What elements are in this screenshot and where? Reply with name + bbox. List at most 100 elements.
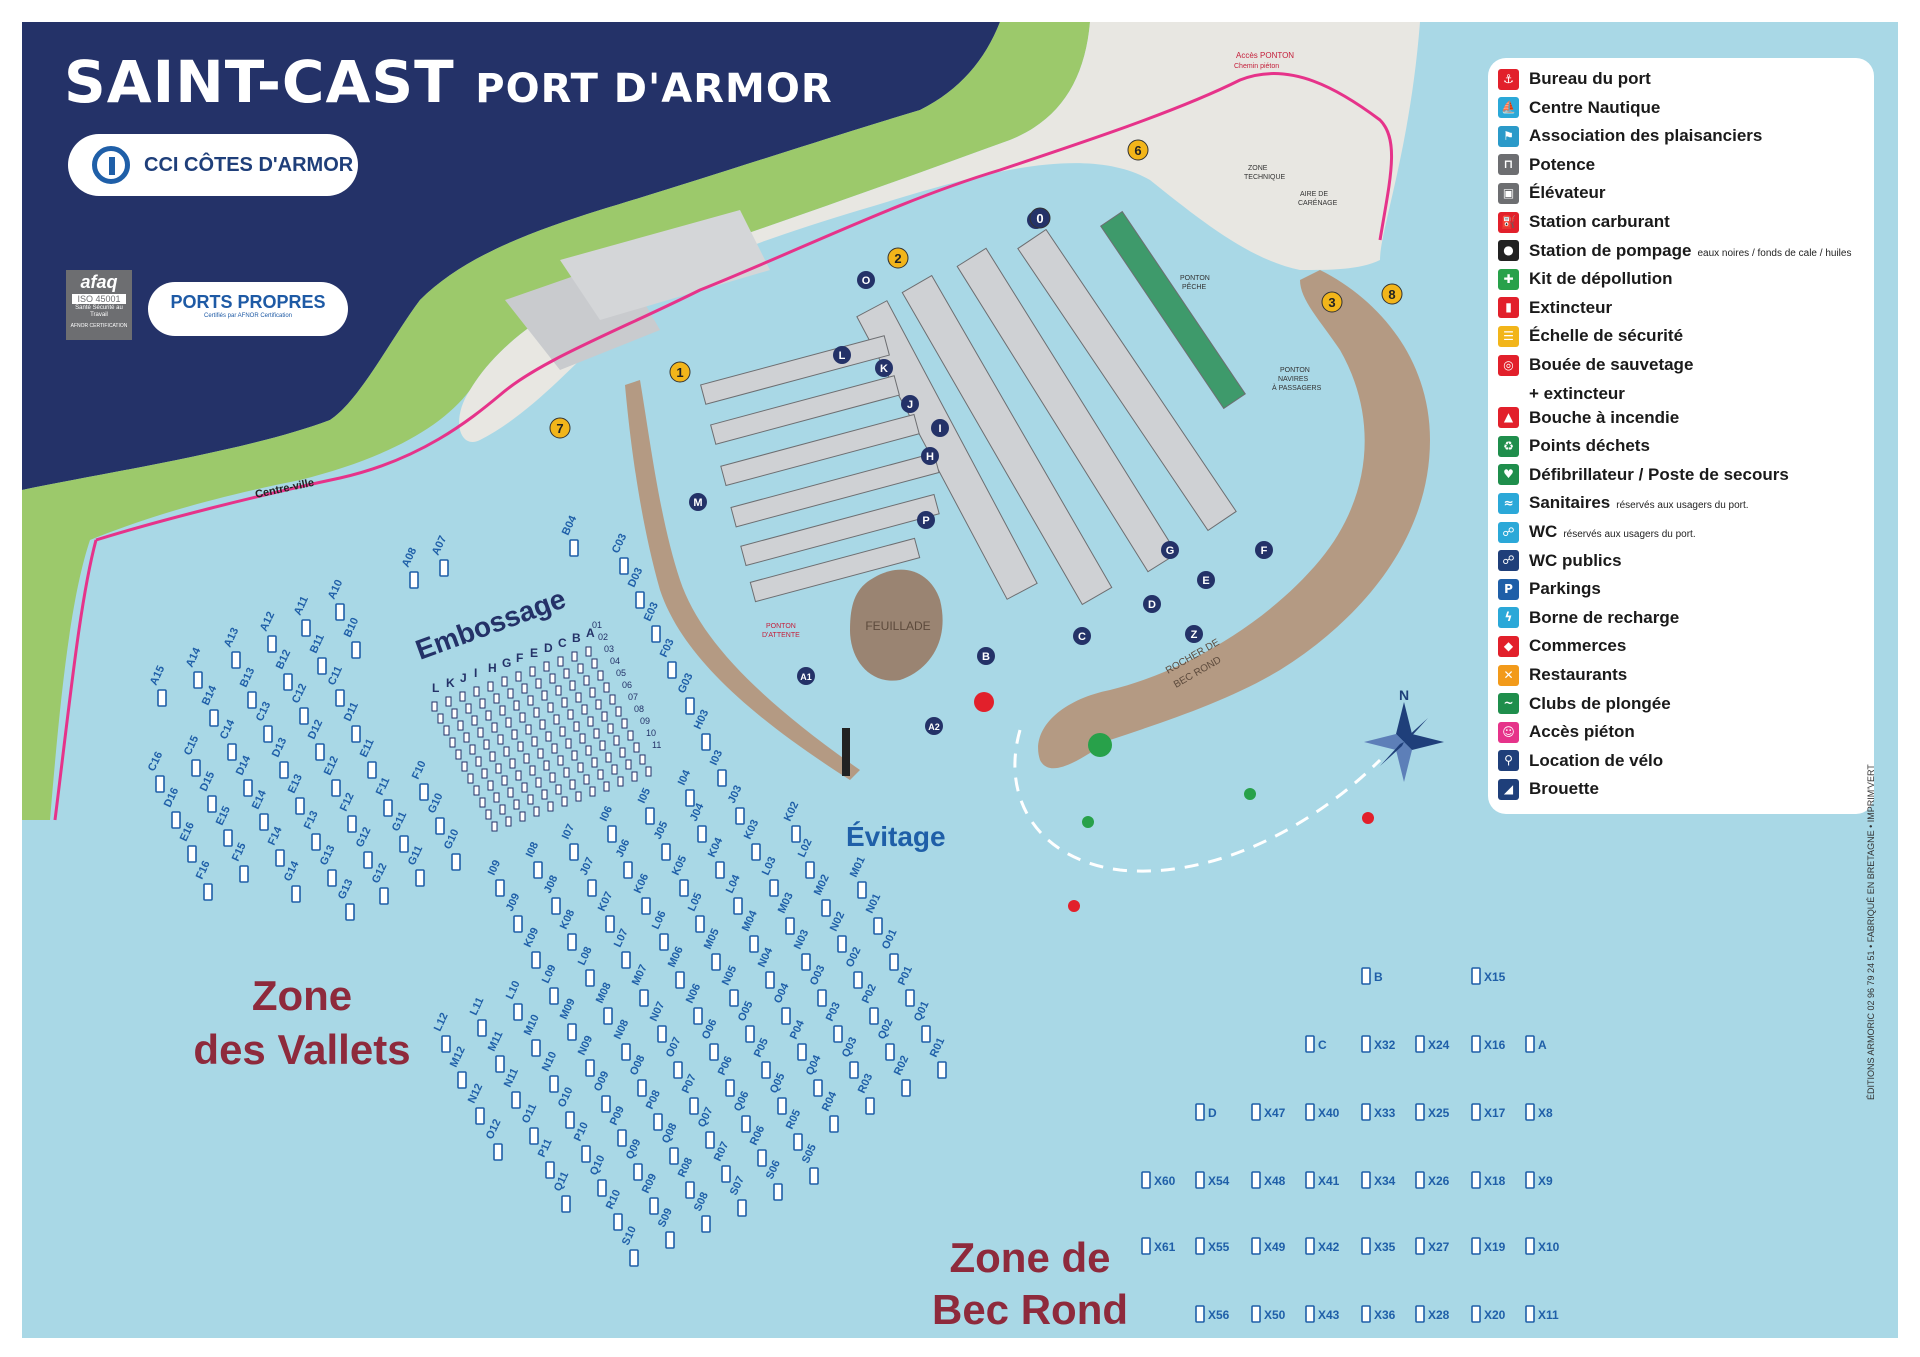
embossage-mooring xyxy=(553,714,560,725)
mooring-buoy xyxy=(729,989,739,1007)
mooring-label: X36 xyxy=(1374,1308,1396,1322)
embossage-mooring xyxy=(497,734,504,745)
pontoon-marker-circle xyxy=(833,346,851,364)
embossage-mooring xyxy=(431,701,438,712)
mooring-buoy xyxy=(209,709,219,727)
pontoon-marker-label: K xyxy=(880,363,888,375)
entrance-channel xyxy=(1013,729,1382,873)
mooring-buoy xyxy=(697,825,707,843)
legend-item: ☰Échelle de sécurité xyxy=(1498,323,1683,349)
mooring: X15 xyxy=(1471,967,1506,985)
mooring-buoy xyxy=(721,1165,731,1183)
embossage-mooring xyxy=(541,789,548,800)
mooring-buoy xyxy=(451,853,461,871)
mooring: X9 xyxy=(1525,1171,1553,1189)
embossage-row-label: 02 xyxy=(598,632,608,642)
mooring: X42 xyxy=(1305,1237,1340,1255)
pontoon-marker: P xyxy=(917,511,935,529)
legend-label: Bouche à incendie xyxy=(1529,407,1680,427)
mooring-buoy xyxy=(685,789,695,807)
mooring: X35 xyxy=(1361,1237,1396,1255)
embossage-mooring xyxy=(583,675,590,686)
mooring-buoy xyxy=(495,1055,505,1073)
mooring-buoy xyxy=(635,591,645,609)
mooring-buoy xyxy=(873,917,883,935)
mooring-label: B xyxy=(1374,970,1383,984)
pontoon-marker-label: O xyxy=(862,275,871,287)
embossage-mooring xyxy=(485,710,492,721)
mooring-buoy xyxy=(649,1197,659,1215)
mooring-buoy xyxy=(1141,1237,1151,1255)
pontoon-marker: L xyxy=(833,346,851,364)
mooring-buoy xyxy=(693,1007,703,1025)
mooring-label: X26 xyxy=(1428,1174,1450,1188)
mooring-label: X61 xyxy=(1154,1240,1176,1254)
mooring-buoy xyxy=(1305,1171,1315,1189)
embossage-mooring xyxy=(529,765,536,776)
ponton-navires-3: À PASSAGERS xyxy=(1272,383,1322,392)
mooring-buoy xyxy=(155,775,165,793)
mooring-buoy xyxy=(513,1003,523,1021)
embossage-mooring xyxy=(595,699,602,710)
pontoon-marker: A1 xyxy=(797,667,815,685)
embossage-mooring xyxy=(555,784,562,795)
mooring-buoy xyxy=(793,1133,803,1151)
mooring-label: X40 xyxy=(1318,1106,1340,1120)
embossage-mooring xyxy=(609,694,616,705)
legend-label: Points déchets xyxy=(1529,436,1650,456)
numbered-marker-label: 1 xyxy=(676,365,683,380)
mooring-buoy xyxy=(817,989,827,1007)
embossage-mooring xyxy=(591,658,598,669)
mooring: O12 xyxy=(484,1117,504,1161)
feuillade-rock xyxy=(850,569,943,681)
shop-icon: ◆ xyxy=(1498,635,1519,657)
embossage-column-label: D xyxy=(544,641,553,655)
embossage-mooring xyxy=(555,685,562,696)
embossage-mooring xyxy=(633,742,640,753)
mooring-buoy xyxy=(1195,1103,1205,1121)
mooring-buoy xyxy=(549,987,559,1005)
embossage-mooring xyxy=(469,744,476,755)
mooring-buoy xyxy=(187,845,197,863)
mooring-buoy xyxy=(921,1025,931,1043)
mooring-buoy xyxy=(291,885,301,903)
embossage-mooring xyxy=(589,687,596,698)
embossage-mooring xyxy=(479,797,486,808)
embossage-row-label: 06 xyxy=(622,680,632,690)
mooring-buoy xyxy=(725,1079,735,1097)
legend-panel: ⚓Bureau du port⛵Centre Nautique⚑Associat… xyxy=(1488,58,1874,814)
embossage-mooring xyxy=(549,772,556,783)
bike-icon: ⚲ xyxy=(1498,750,1519,772)
pontoon-marker-label: L xyxy=(839,350,846,362)
embossage-mooring xyxy=(515,770,522,781)
embossage-column-label: A xyxy=(586,626,595,640)
numbered-marker-label: 6 xyxy=(1134,143,1141,158)
embossage-mooring xyxy=(585,745,592,756)
mooring-buoy xyxy=(761,1061,771,1079)
mooring-buoy xyxy=(223,829,233,847)
mooring-buoy xyxy=(331,779,341,797)
embossage-mooring xyxy=(615,706,622,717)
embossage-mooring xyxy=(511,729,518,740)
mooring: X17 xyxy=(1471,1103,1506,1121)
mooring: I06 xyxy=(598,804,617,843)
embossage-mooring xyxy=(457,720,464,731)
mooring-buoy xyxy=(1251,1103,1261,1121)
mooring-label: X35 xyxy=(1374,1240,1396,1254)
embossage-mooring xyxy=(577,762,584,773)
mooring-label: X43 xyxy=(1318,1308,1340,1322)
pedestrian-icon: ☺ xyxy=(1498,721,1519,743)
mooring-buoy xyxy=(1525,1035,1535,1053)
mooring-buoy xyxy=(749,935,759,953)
mooring: X41 xyxy=(1305,1171,1340,1189)
pontoon-marker-circle xyxy=(857,271,875,289)
numbered-marker: 3 xyxy=(1321,291,1343,313)
embossage-mooring xyxy=(491,821,498,832)
mooring-buoy xyxy=(641,897,651,915)
pontoon-marker-label: D xyxy=(1148,599,1156,611)
legend-item: ✕Restaurants xyxy=(1498,662,1627,688)
embossage-mooring xyxy=(523,753,530,764)
green-light xyxy=(1088,733,1112,757)
